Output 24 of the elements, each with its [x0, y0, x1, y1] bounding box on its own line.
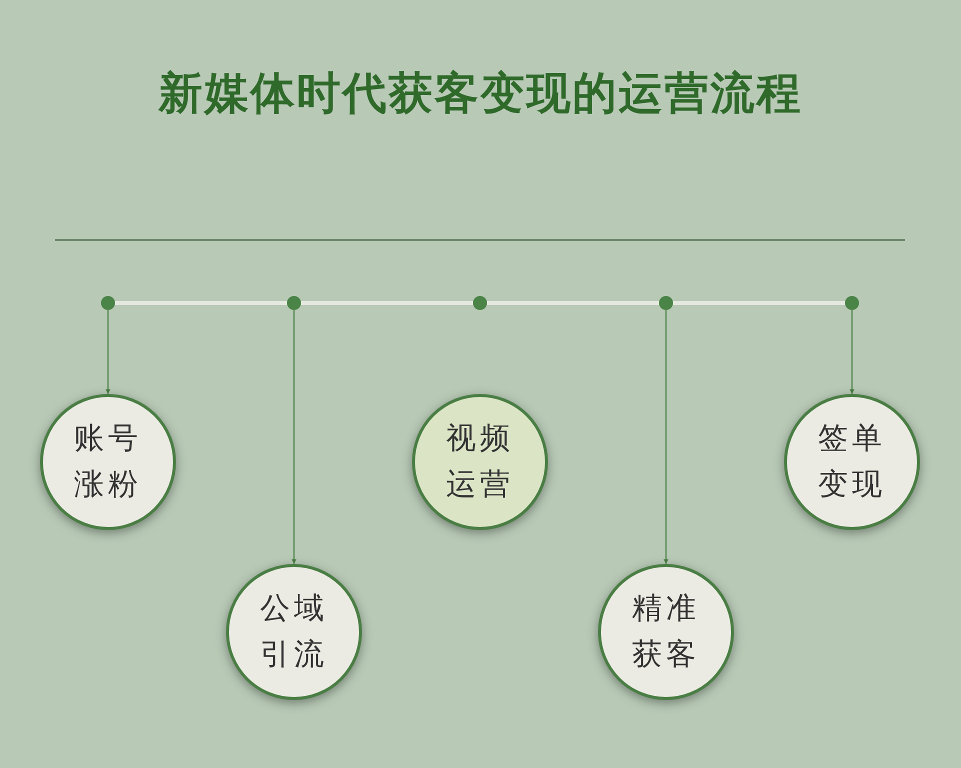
node-label: 账号涨粉: [73, 420, 143, 504]
circle-shape: [40, 394, 176, 530]
title: 新媒体时代获客变现的运营流程: [157, 67, 804, 121]
circle-shape: [412, 394, 548, 530]
node-label: 视频运营: [445, 420, 515, 504]
connector-line: [301, 301, 473, 305]
node-label: 公域引流: [259, 590, 329, 674]
connector-line: [673, 301, 845, 305]
dot: [287, 296, 301, 310]
arrow: [664, 310, 668, 564]
dot: [845, 296, 859, 310]
arrow: [850, 310, 854, 394]
dot: [473, 296, 487, 310]
circle-shape: [784, 394, 920, 530]
node-label: 签单变现: [817, 420, 887, 504]
circle-shape: [598, 564, 734, 700]
node-label: 精准获客: [631, 590, 701, 674]
connector-line: [115, 301, 287, 305]
dot: [659, 296, 673, 310]
arrow: [292, 310, 296, 564]
connector-line: [487, 301, 659, 305]
circle-shape: [226, 564, 362, 700]
arrow: [106, 310, 110, 394]
dot: [101, 296, 115, 310]
